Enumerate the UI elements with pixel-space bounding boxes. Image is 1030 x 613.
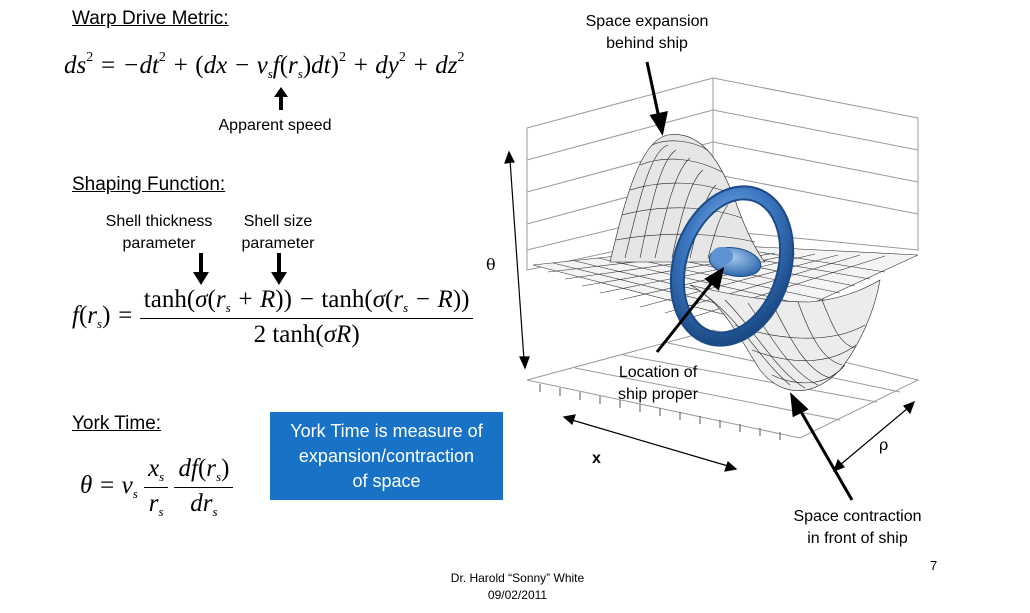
- contraction-trough: [689, 279, 881, 391]
- rho-axis-arrow-icon: [832, 400, 916, 473]
- theta-axis-arrow-icon: [504, 150, 530, 370]
- apparent-speed-label: Apparent speed: [218, 117, 332, 134]
- theta-axis-label: θ: [486, 255, 496, 274]
- slide-footer: Dr. Harold “Sonny” White 09/02/2011: [430, 570, 605, 604]
- york-time-heading: York Time:: [72, 413, 162, 434]
- ship-ring: [669, 185, 795, 347]
- shell-size-arrow-icon: [271, 253, 287, 285]
- shell-size-label: Shell size parameter: [241, 213, 315, 252]
- warp-metric-equation: ds2 = −dt2 + (dx − vsf(rs)dt)2 + dy2 + d…: [64, 50, 465, 81]
- slide-date: 09/02/2011: [487, 588, 548, 602]
- shaping-function-equation: f(rs) = tanh(σ(rs + R)) − tanh(σ(rs − R)…: [72, 286, 474, 349]
- expansion-pointer-arrow-icon: [645, 61, 668, 136]
- shaping-function-heading: Shaping Function:: [72, 174, 226, 195]
- shell-thickness-label: Shell thickness parameter: [105, 213, 213, 252]
- york-time-callout: York Time is measure of expansion/contra…: [270, 412, 503, 500]
- ship-location-label: Location of ship proper: [617, 364, 699, 403]
- x-axis-arrow-icon: [562, 414, 738, 472]
- rho-axis-label: ρ: [879, 435, 889, 454]
- warp-metric-heading: Warp Drive Metric:: [72, 8, 229, 29]
- location-pointer-arrow-icon: [655, 266, 725, 353]
- x-axis-label: x: [592, 450, 601, 467]
- shell-thickness-arrow-icon: [193, 253, 209, 285]
- apparent-speed-arrow-icon: [274, 87, 288, 110]
- space-expansion-label: Space expansion behind ship: [585, 13, 709, 52]
- floor-tick-marks: [539, 384, 781, 440]
- author-name: Dr. Harold “Sonny” White: [450, 571, 585, 585]
- page-number: 7: [930, 558, 938, 573]
- contraction-pointer-arrow-icon: [790, 392, 854, 501]
- space-contraction-label: Space contraction in front of ship: [793, 508, 922, 547]
